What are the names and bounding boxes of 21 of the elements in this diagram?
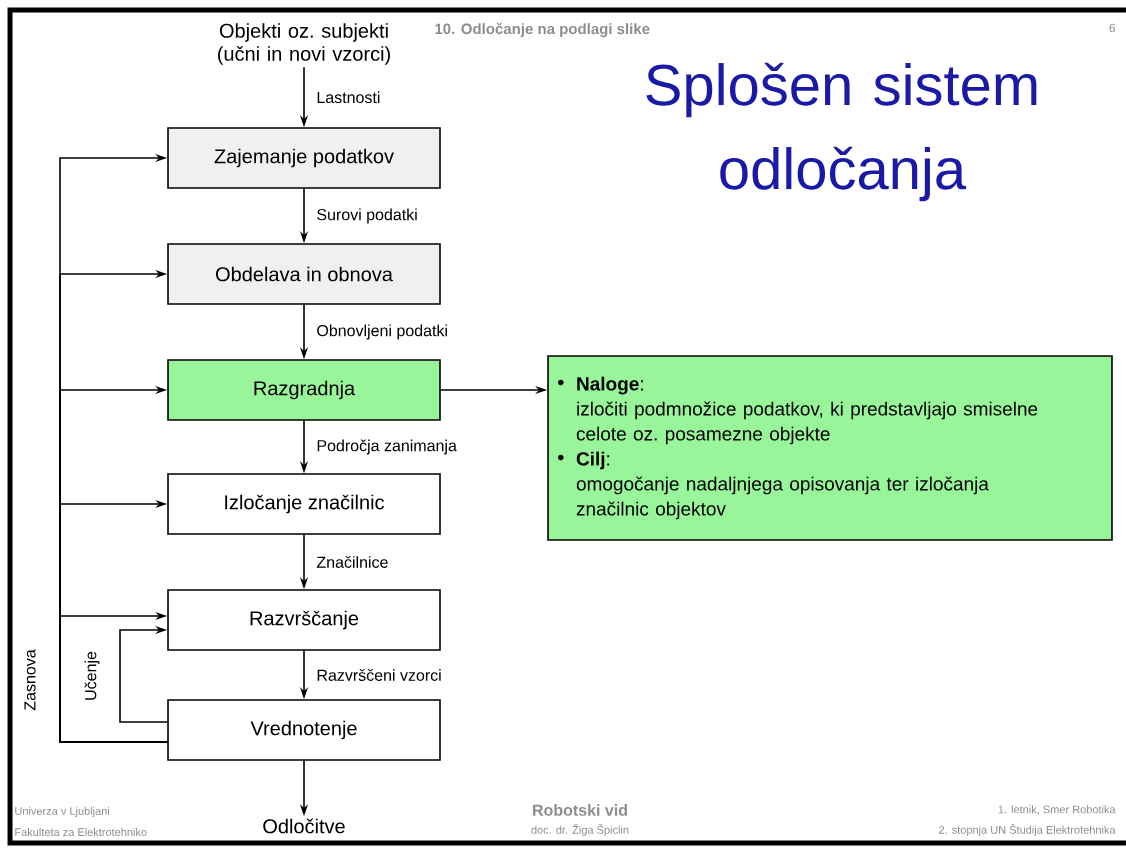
slide-title: Splošen sistem odločanja (646, 62, 1037, 202)
footer-text: Robotski vid (533, 804, 627, 816)
edge-label: Surovi podatki (314, 206, 420, 226)
edge-label: Značilnice (314, 554, 391, 570)
edge-label: Obnovljeni podatki (314, 322, 451, 342)
loop-label: Zasnova (22, 647, 38, 713)
process-box: Izločanje značilnic (167, 473, 441, 535)
process-box: Zajemanje podatkov (167, 127, 441, 189)
arrow (119, 625, 168, 723)
edge-label: Področja zanimanja (314, 437, 459, 457)
flow-text: Odločitve (263, 818, 345, 834)
process-box: Razgradnja (167, 359, 441, 421)
process-box: Vrednotenje (167, 699, 441, 761)
arrow (59, 611, 168, 743)
process-box: Razvrščanje (167, 589, 441, 651)
info-box: Naloge: izločiti podmnožice podatkov, ki predstavljajo smiselne celote oz. posamezne objekte Cilj: omogočanje nadaljnjega opisovanja ter izločanja značilnic objektov (547, 355, 1113, 541)
edge-label: Razvrščeni vzorci (314, 667, 444, 683)
process-box: Obdelava in obnova (167, 243, 441, 305)
flow-text: Objekti oz. subjekti (učni in novi vzorci) (218, 23, 390, 65)
loop-label: Učenje (82, 649, 102, 703)
edge-label: Lastnosti (314, 89, 383, 106)
